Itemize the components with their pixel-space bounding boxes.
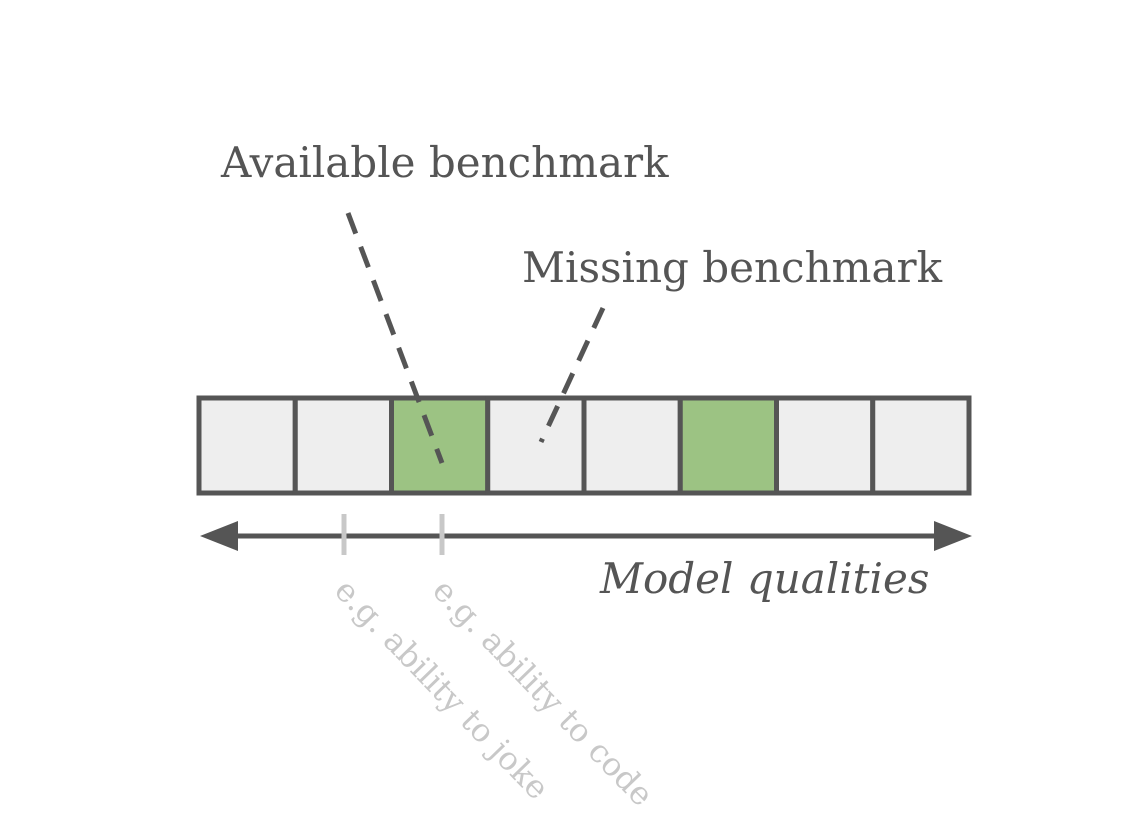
quality-cell-missing — [485, 395, 587, 496]
axis-right-arrowhead — [934, 521, 972, 551]
available-leader-line — [345, 212, 445, 464]
missing-benchmark-label: Missing benchmark — [522, 243, 943, 292]
available-benchmark-label: Available benchmark — [220, 138, 669, 187]
axis-label: Model qualities — [599, 554, 929, 603]
quality-cell-available — [389, 395, 491, 496]
axis-left-arrowhead — [200, 521, 238, 551]
quality-cells — [196, 395, 972, 496]
quality-cell-missing — [196, 395, 298, 496]
missing-leader-line — [538, 306, 606, 444]
quality-cell-missing — [581, 395, 683, 496]
quality-cell-available — [677, 395, 779, 496]
quality-cell-missing — [292, 395, 394, 496]
quality-cell-missing — [774, 395, 876, 496]
quality-cell-missing — [870, 395, 972, 496]
